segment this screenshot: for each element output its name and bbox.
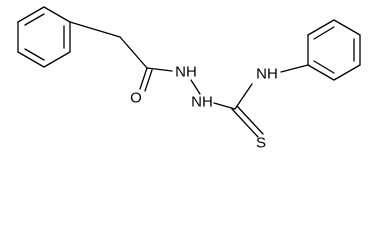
- nh-to-thiocarbon-bond: [213, 102, 236, 110]
- ring-bond: [333, 19, 361, 36]
- nh-to-ring-bond: [280, 64, 309, 73]
- thiosemicarbazide-chain: [190, 64, 309, 138]
- carbonyl-oxygen-label: O: [130, 90, 142, 107]
- thione-sulfur-label: S: [256, 135, 266, 151]
- carbonyl-to-nh-bond: [146, 67, 173, 72]
- ring-bond: [43, 6, 71, 23]
- ring-bond: [307, 19, 335, 36]
- carbonyl-double-bond: [139, 67, 148, 90]
- acyl-chain: [69, 21, 173, 92]
- chemical-structure-diagram: O NH NH NH S: [17, 6, 361, 151]
- ring-bond: [17, 51, 45, 68]
- ring-inner-double-bond: [24, 48, 45, 61]
- thiocarbon-to-nh-bond: [234, 83, 253, 110]
- anilino-nh-label: NH: [256, 66, 278, 83]
- ring-to-ch2-bond: [69, 21, 121, 38]
- right-phenyl-ring: [307, 19, 361, 81]
- thione-double-bond: [231, 108, 259, 138]
- atom-labels: O NH NH NH S: [130, 64, 278, 151]
- ring-bond: [43, 51, 71, 68]
- ring-inner-double-bond: [24, 13, 45, 26]
- ring-bond: [17, 6, 45, 23]
- ring-bond: [333, 64, 361, 81]
- ring-inner-double-bond: [313, 60, 335, 74]
- ch2-to-carbonyl-bond: [119, 36, 148, 69]
- thione-double-bond: [236, 105, 264, 135]
- ring-inner-double-bond: [313, 26, 335, 40]
- ring-bond: [307, 64, 335, 81]
- hydrazide-nh-label: NH: [175, 64, 197, 81]
- carbonyl-double-bond: [144, 69, 153, 92]
- hydrazine-nh-label: NH: [191, 94, 213, 111]
- left-phenyl-ring: [17, 6, 71, 68]
- n-n-bond: [190, 79, 201, 95]
